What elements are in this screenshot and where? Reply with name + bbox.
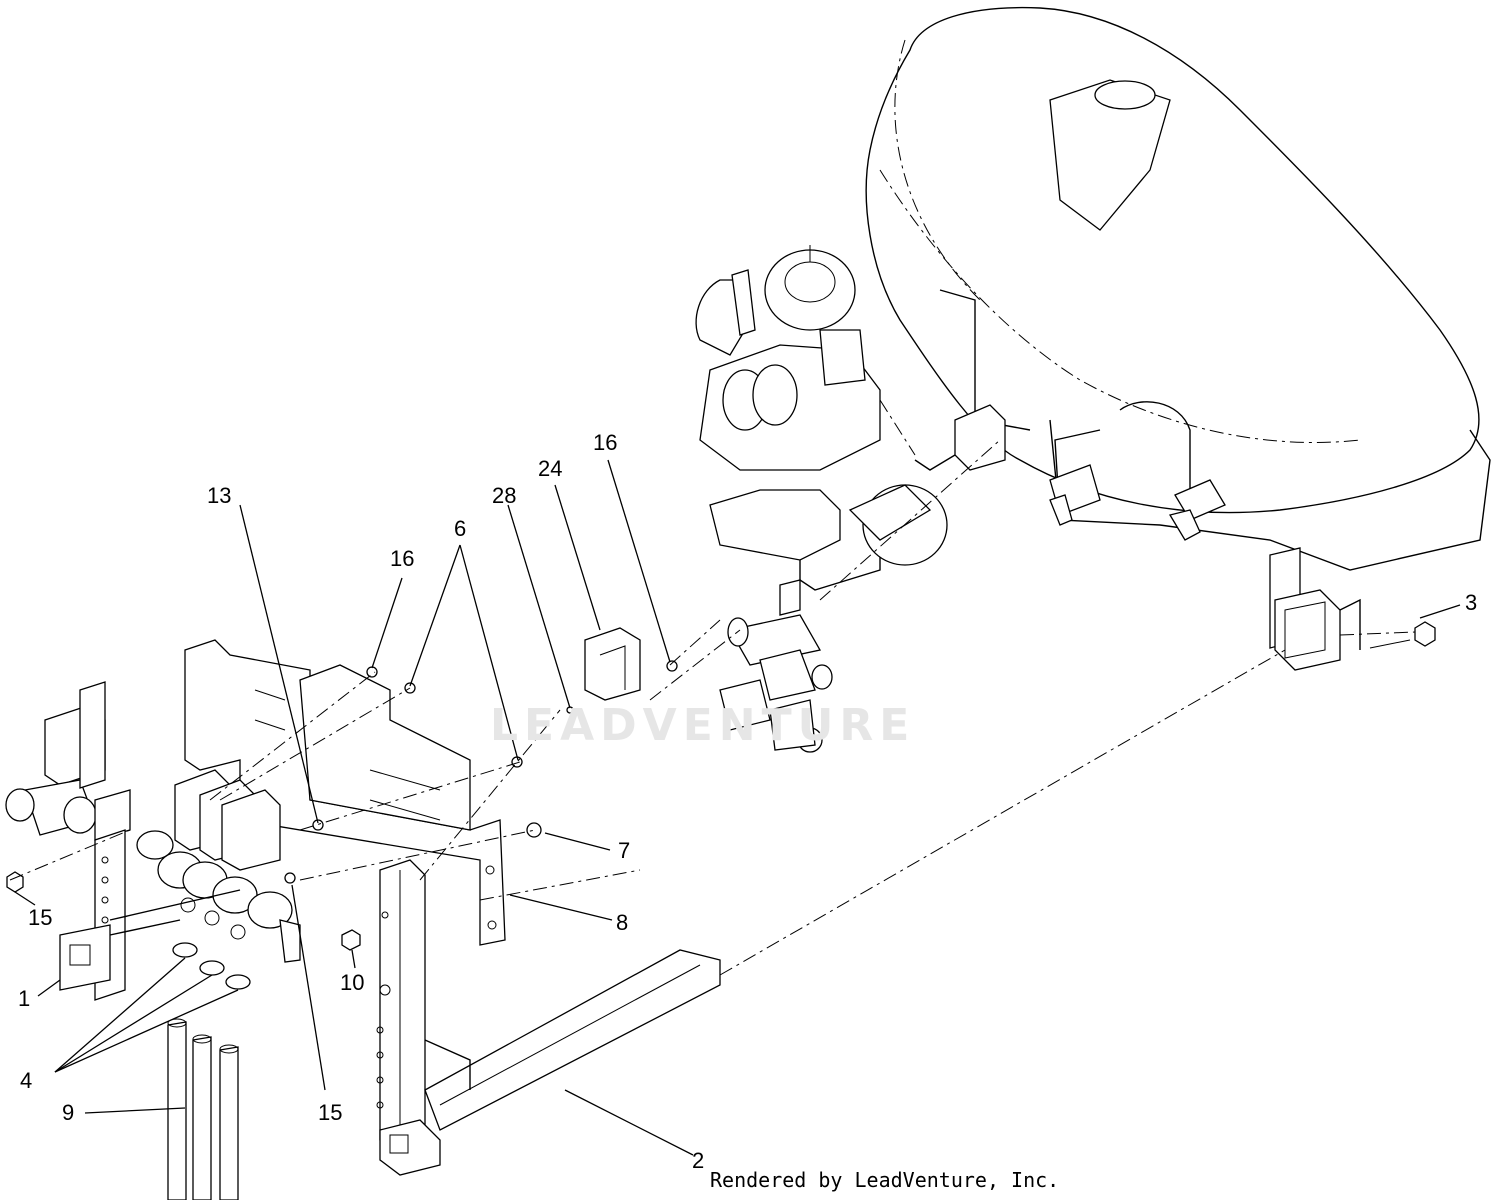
callout-28[interactable]: 28 xyxy=(492,483,517,508)
hitch-receiver-bracket xyxy=(1269,547,1361,671)
tank-return-fitting xyxy=(1168,479,1226,541)
spray-tank xyxy=(865,6,1491,571)
callout-15-bottom[interactable]: 15 xyxy=(318,1100,343,1125)
callout-2[interactable]: 2 xyxy=(692,1148,705,1173)
callout-9[interactable]: 9 xyxy=(62,1100,75,1125)
rendered-by-credit: Rendered by LeadVenture, Inc. xyxy=(710,1168,1060,1192)
callout-10[interactable]: 10 xyxy=(340,970,365,995)
leader-lines xyxy=(14,459,1461,1156)
callout-16-right[interactable]: 16 xyxy=(593,430,618,455)
callout-7[interactable]: 7 xyxy=(618,838,631,863)
watermark: LEADVENTURE xyxy=(490,700,916,751)
manifold-tee-valve xyxy=(719,614,833,753)
callout-1[interactable]: 1 xyxy=(18,986,31,1011)
callout-15-left[interactable]: 15 xyxy=(28,905,53,930)
boom-frame xyxy=(376,859,721,1176)
hardware xyxy=(6,660,678,951)
callout-6[interactable]: 6 xyxy=(454,516,467,541)
callout-4[interactable]: 4 xyxy=(20,1068,33,1093)
tank-outlet-fitting xyxy=(1049,464,1101,526)
bolt-3 xyxy=(1369,621,1436,649)
callout-16-left[interactable]: 16 xyxy=(390,546,415,571)
callout-3[interactable]: 3 xyxy=(1465,590,1478,615)
center-lines xyxy=(9,399,1416,976)
hoses xyxy=(167,1018,239,1200)
solenoid-valve-bank xyxy=(136,769,301,963)
end-valve-bracket xyxy=(5,681,241,1001)
hose-clamps xyxy=(172,942,251,990)
callout-8[interactable]: 8 xyxy=(616,910,629,935)
callout-24[interactable]: 24 xyxy=(538,456,563,481)
pump-assembly xyxy=(695,245,1006,616)
callout-13[interactable]: 13 xyxy=(207,483,232,508)
bracket-24 xyxy=(584,627,641,701)
